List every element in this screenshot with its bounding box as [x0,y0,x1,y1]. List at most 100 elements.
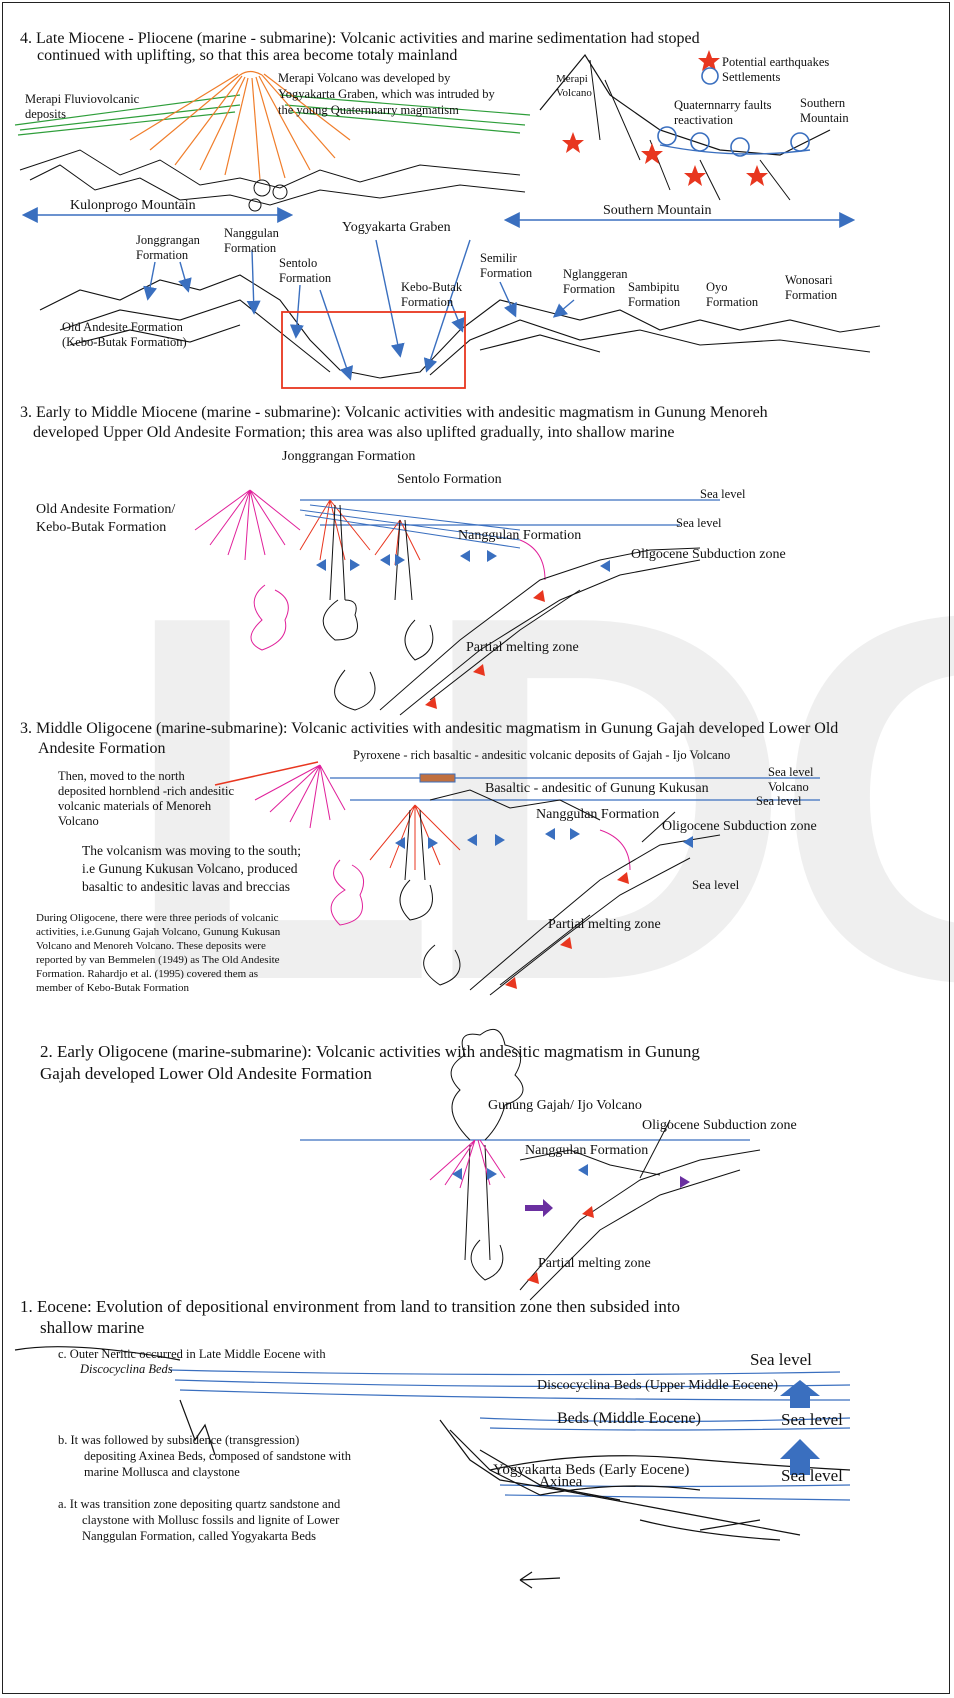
panel1-title-line1: 1. Eocene: Evolution of depositional env… [20,1297,680,1317]
panel1-c-text-2: Discocyclina Beds [80,1362,173,1376]
jonggrangan-label-2: Formation [136,248,188,262]
subduction-zone-label: Oligocene Subduction zone [631,547,786,563]
volcanism-text-2: i.e Gunung Kukusan Volcano, produced [82,861,297,877]
sentolo-formation-label: Sentolo Formation [397,472,502,488]
sea-level-label-3: Sea level [781,1466,843,1486]
panel3a-title-line2: developed Upper Old Andesite Formation; … [33,424,674,442]
old-andesite-label-2: (Kebo-Butak Formation) [62,335,187,349]
southern-mountain-small-2: Mountain [800,111,849,125]
nanggulan-label-2: Formation [224,241,276,255]
merapi-fluvio-label-1: Merapi Fluviovolcanic [25,92,139,106]
panel3a-sea-levels [300,500,720,525]
beds-middle-eocene-label: Beds (Middle Eocene) [557,1410,701,1428]
old-andesite-label-2: Kebo-Butak Formation [36,520,166,536]
sentolo-label-2: Formation [279,271,331,285]
movement-arrow-bar [420,774,455,782]
panel3a-arrows [316,550,610,709]
then-text-3: volcanic materials of Menoreh [58,799,211,813]
merapi-volcano-label-2: Volcano [556,87,592,100]
sambipitu-label-2: Formation [628,295,680,309]
merapi-note-2: Yogyakarta Graben, which was intruded by [278,87,495,101]
nanggulan-formation-label: Nanggulan Formation [525,1143,648,1159]
panel1-a-text-2: claystone with Mollusc fossils and ligni… [82,1513,339,1527]
old-andesite-label-1: Old Andesite Formation/ [36,502,175,518]
sea-level-label-2: Sea level [756,794,801,808]
sambipitu-label-1: Sambipitu [628,280,679,294]
panel1-b-text-1: b. It was followed by subsidence (transg… [58,1433,299,1447]
panel2-title-line1: 2. Early Oligocene (marine-submarine): V… [40,1042,700,1062]
sea-level-label-1: Sea level [768,765,813,779]
panel3b-title-line1: 3. Middle Oligocene (marine-submarine): … [20,720,838,738]
pyroxene-label: Pyroxene - rich basaltic - andesitic vol… [353,748,730,762]
panel1-a-text-1: a. It was transition zone depositing qua… [58,1497,340,1511]
during-text-5: Formation. Rahardjo et al. (1995) covere… [36,968,258,981]
then-text-1: Then, moved to the north [58,769,185,783]
partial-melting-label: Partial melting zone [538,1256,651,1272]
discocyclina-label: Discocyclina Beds (Upper Middle Eocene) [537,1378,778,1394]
sea-level-label-3: Sea level [692,878,739,893]
wonosari-label-2: Formation [785,288,837,302]
panel4-title-line2: continued with uplifting, so that this a… [37,47,457,65]
yogyakarta-beds-label: Yogyakarta Beds (Early Eocene) [493,1462,689,1479]
quaternary-label-2: reactivation [674,113,733,127]
sentolo-label-1: Sentolo [279,256,317,270]
panel1-title-line2: shallow marine [40,1318,144,1338]
panel1-b-text-3: marine Mollusca and claystone [84,1465,240,1479]
jonggrangan-formation-label: Jonggrangan Formation [282,449,415,465]
partial-melting-label: Partial melting zone [466,640,579,656]
panel1-a-text-3: Nanggulan Formation, called Yogyakarta B… [82,1529,316,1543]
axinea-label: Axinea [539,1474,582,1491]
panel3b-title-line2: Andesite Formation [38,740,166,758]
panel3a-title-line1: 3. Early to Middle Miocene (marine - sub… [20,404,768,422]
kebo-butak-label-1: Kebo-Butak [401,280,462,294]
then-text-4: Volcano [58,814,99,828]
nanggulan-formation-label: Nanggulan Formation [536,807,659,823]
kebo-butak-label-2: Formation [401,295,453,309]
nglanggeran-label-1: Nglanggeran [563,267,628,281]
merapi-volcano-label-1: Merapi [556,73,588,86]
sea-level-label-2: Sea level [781,1410,843,1430]
partial-melting-label: Partial melting zone [548,917,661,933]
nanggulan-formation-label: Nanggulan Formation [458,528,581,544]
basaltic-label: Basaltic - andesitic of Gunung Kukusan [485,781,709,797]
quaternary-label-1: Quaternnarry faults [674,98,772,112]
sea-level-label-1: Sea level [700,487,745,501]
nanggulan-label-1: Nanggulan [224,226,279,240]
wonosari-label-1: Wonosari [785,273,833,287]
oyo-label-1: Oyo [706,280,728,294]
yogyakarta-graben-label: Yogyakarta Graben [342,220,451,236]
during-text-6: member of Kebo-Butak Formation [36,982,189,995]
panel2-title-line2: Gajah developed Lower Old Andesite Forma… [40,1064,372,1084]
during-text-1: During Oligocene, there were three perio… [36,912,279,925]
subduction-zone-label: Oligocene Subduction zone [662,819,817,835]
gajah-volcano-label: Gunung Gajah/ Ijo Volcano [488,1098,642,1114]
merapi-fluvio-label-2: deposits [25,107,66,121]
sea-level-label-1: Sea level [750,1350,812,1370]
southern-mountain-label: Southern Mountain [603,203,712,219]
nglanggeran-label-2: Formation [563,282,615,296]
volcano-label: Volcano [768,780,809,794]
sea-level-label-2: Sea level [676,516,721,530]
volcanism-text-1: The volcanism was moving to the south; [82,843,301,859]
southern-mountain-small-1: Southern [800,96,845,110]
during-text-3: Volcano and Menoreh Volcano. These depos… [36,940,266,953]
panel3a-volcano-flanks [195,490,700,715]
then-text-2: deposited hornblend -rich andesitic [58,784,234,798]
panel1-c-text-1: c. Outer Neritic occurred in Late Middle… [58,1347,326,1361]
panel1-b-text-2: depositing Axinea Beds, composed of sand… [84,1449,351,1463]
during-text-4: reported by van Bemmelen (1949) as The O… [36,954,280,967]
oyo-label-2: Formation [706,295,758,309]
merapi-note-1: Merapi Volcano was developed by [278,71,450,85]
jonggrangan-label-1: Jonggrangan [136,233,200,247]
semilir-label-2: Formation [480,266,532,280]
volcanism-text-3: basaltic to andesitic lavas and breccias [82,879,290,895]
during-text-2: activities, i.e.Gunung Gajah Volcano, Gu… [36,926,280,939]
kulonprogo-label: Kulonprogo Mountain [70,198,196,214]
panel4-title-line1: 4. Late Miocene - Pliocene (marine - sub… [20,30,700,48]
legend-earthquake: Potential earthquakes [722,55,829,69]
merapi-note-3: the young Quaternnarry magmatism [278,103,459,117]
subduction-zone-label: Oligocene Subduction zone [642,1118,797,1134]
semilir-label-1: Semilir [480,251,517,265]
old-andesite-label-1: Old Andesite Formation [62,320,183,334]
